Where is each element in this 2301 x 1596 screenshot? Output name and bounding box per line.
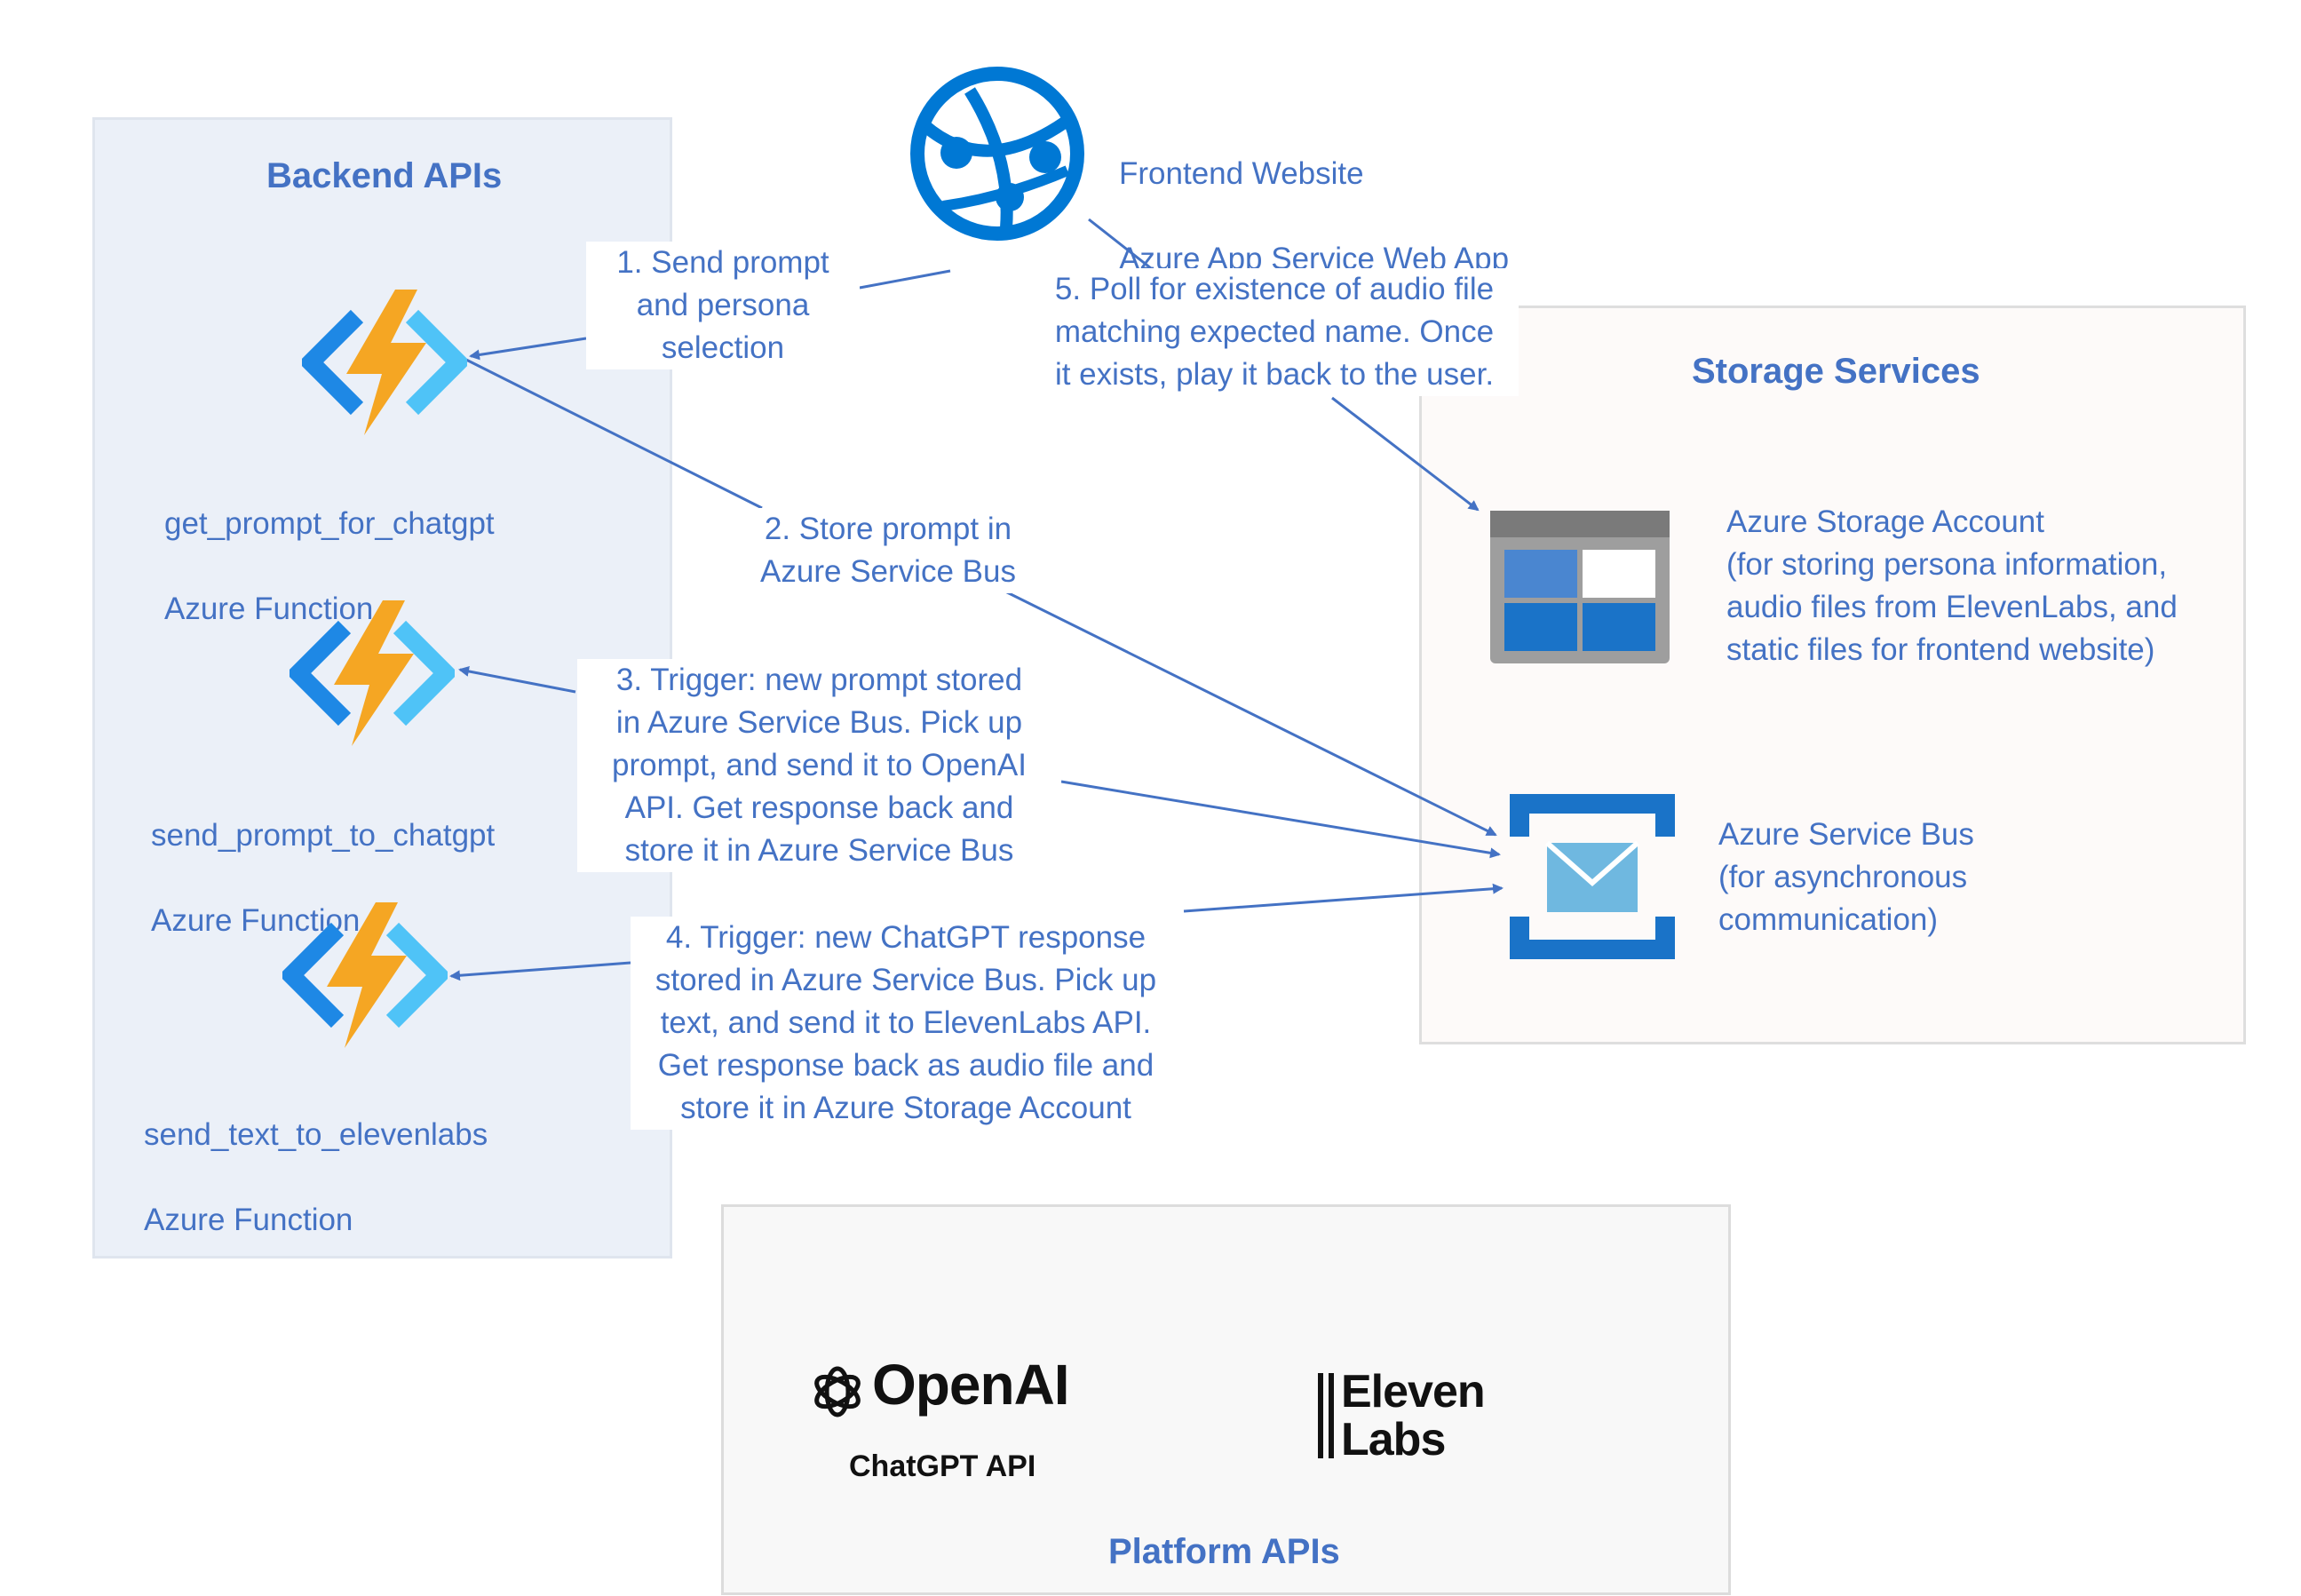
edge-5-label: 5. Poll for existence of audio file matc… xyxy=(1030,268,1519,396)
storage-services-title: Storage Services xyxy=(1692,352,1980,391)
service-bus-icon xyxy=(1510,794,1675,959)
fn-get-prompt-name: get_prompt_for_chatgpt xyxy=(164,506,495,541)
edge-1-line-b xyxy=(469,337,587,361)
fn-send-text-label: send_text_to_elevenlabs Azure Function xyxy=(144,1071,488,1284)
edge-1-label: 1. Send prompt and persona selection xyxy=(586,242,860,369)
edge-3-line-b xyxy=(1060,780,1501,859)
storage-account-icon xyxy=(1490,511,1670,663)
fn-get-prompt-type: Azure Function xyxy=(164,592,374,626)
storage-services-group xyxy=(1419,306,2246,1044)
edge-4-label: 4. Trigger: new ChatGPT response stored … xyxy=(631,917,1181,1130)
fn-send-text-type: Azure Function xyxy=(144,1203,353,1237)
service-bus-label: Azure Service Bus (for asynchronous comm… xyxy=(1718,817,1974,937)
fn-get-prompt-label: get_prompt_for_chatgpt Azure Function xyxy=(164,460,495,673)
chatgpt-api-caption: ChatGPT API xyxy=(849,1449,1036,1483)
openai-logo-icon xyxy=(814,1366,861,1417)
elevenlabs-bar-2 xyxy=(1329,1373,1334,1458)
backend-apis-title: Backend APIs xyxy=(266,156,503,195)
edge-3-label: 3. Trigger: new prompt stored in Azure S… xyxy=(577,659,1061,872)
frontend-line1: Frontend Website xyxy=(1119,156,1364,191)
platform-apis-group xyxy=(721,1204,1731,1595)
azure-function-icon xyxy=(302,290,467,435)
fn-send-text-name: send_text_to_elevenlabs xyxy=(144,1117,488,1152)
storage-account-label: Azure Storage Account (for storing perso… xyxy=(1726,504,2178,667)
edge-2-line-a xyxy=(465,358,763,510)
azure-function-icon xyxy=(282,902,448,1048)
azure-function-icon xyxy=(290,600,455,746)
edge-3-line-a xyxy=(458,665,576,694)
edge-5-line-b xyxy=(1331,396,1480,512)
edge-2-line-b xyxy=(1001,588,1497,837)
platform-apis-title: Platform APIs xyxy=(1108,1532,1340,1571)
edge-4-line-a xyxy=(449,961,631,981)
web-app-globe-icon xyxy=(910,67,1084,241)
elevenlabs-bar-1 xyxy=(1318,1373,1323,1458)
edge-4-line-b xyxy=(1183,883,1504,913)
fn-send-prompt-label: send_prompt_to_chatgpt Azure Function xyxy=(151,772,495,985)
openai-logo-text: OpenAI xyxy=(872,1353,1070,1417)
edge-2-label: 2. Store prompt in Azure Service Bus xyxy=(746,508,1030,593)
fn-send-prompt-name: send_prompt_to_chatgpt xyxy=(151,818,496,853)
edge-1-line-a xyxy=(859,269,951,290)
elevenlabs-logo-text: Eleven Labs xyxy=(1341,1366,1486,1465)
edge-5-line-a xyxy=(1088,218,1152,270)
